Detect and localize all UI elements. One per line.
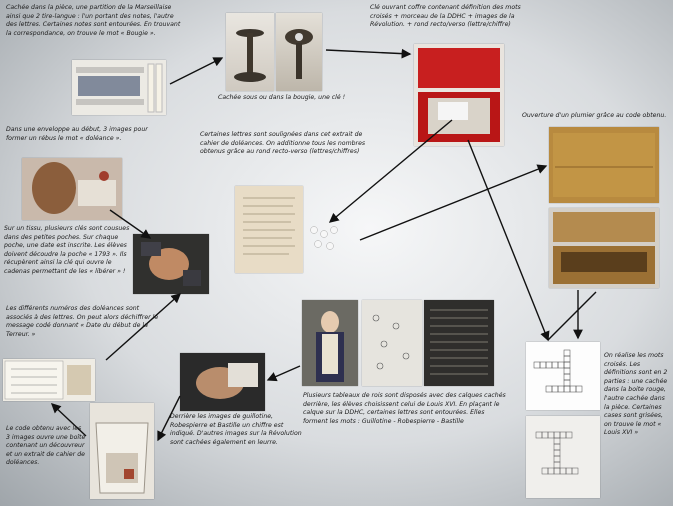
step-text-cle: Cachée sous ou dans la bougie, une clé ! [218, 94, 346, 101]
arrow-bougie-to-coffre [325, 48, 412, 59]
arrow-boite-to-carnet [50, 403, 87, 437]
ddhc-photo [424, 300, 494, 386]
step-text-coffre: Clé ouvrant coffre contenant définition … [370, 4, 521, 29]
partition-photo [72, 60, 166, 115]
boite-photo [90, 403, 154, 499]
step-text-dechiffre: Les différents numéros des doléances son… [6, 305, 159, 338]
step-text-partition: Cachée dans la pièce, une partition de l… [6, 4, 181, 37]
arrow-partition-to-bougie [169, 57, 224, 85]
arrow-coffre-to-ronds [328, 119, 453, 223]
bougeoir-photo [226, 13, 274, 91]
rebus-enfant-photo [22, 158, 122, 220]
mots-croises-remplis-photo [526, 416, 600, 498]
step-text-cahier: Certaines lettres sont soulignées dans c… [200, 131, 366, 156]
arrow-ronds-to-plumier [359, 164, 548, 241]
guillotine-photo [180, 353, 265, 411]
arrow-tableaux-to-guillotine [266, 365, 301, 382]
grille-mots-croises-photo [526, 342, 600, 410]
ronds-photo [306, 222, 344, 256]
step-text-rebus: Dans une enveloppe au début, 3 images po… [6, 126, 148, 142]
step-text-tableaux: Plusieurs tableaux de rois sont disposés… [303, 392, 506, 425]
carnet-codes-photo [3, 359, 95, 401]
cle-photo [276, 13, 322, 91]
arrow-guillotine-to-boite [157, 395, 181, 442]
plumier-ferme-photo [549, 127, 659, 203]
step-text-plumier: Ouverture d'un plumier grâce au code obt… [522, 112, 667, 119]
louis-xvi-portrait-photo [302, 300, 358, 386]
step-text-boite: Le code obtenu avec les 3 images ouvre u… [6, 425, 86, 467]
coffre-rouge-photo [414, 44, 504, 146]
cahier-doleances-photo [235, 186, 303, 273]
step-text-images: Derrière les images de guillotine, Robes… [170, 413, 302, 446]
arrow-motscroises-to-plumier [547, 291, 597, 341]
arrow-tissu-to-texte [105, 293, 182, 361]
plumier-ouvert-photo [549, 208, 659, 288]
arrow-rebus-to-tissu [109, 209, 152, 239]
step-text-motscroises: On réalise les mots croisés. Les définit… [604, 352, 668, 437]
arrow-coffre-to-motscroises [467, 139, 550, 342]
step-text-tissu: Sur un tissu, plusieurs clés sont cousue… [4, 225, 130, 275]
tissu-poches-photo [133, 234, 209, 294]
calque-photo [362, 300, 422, 386]
